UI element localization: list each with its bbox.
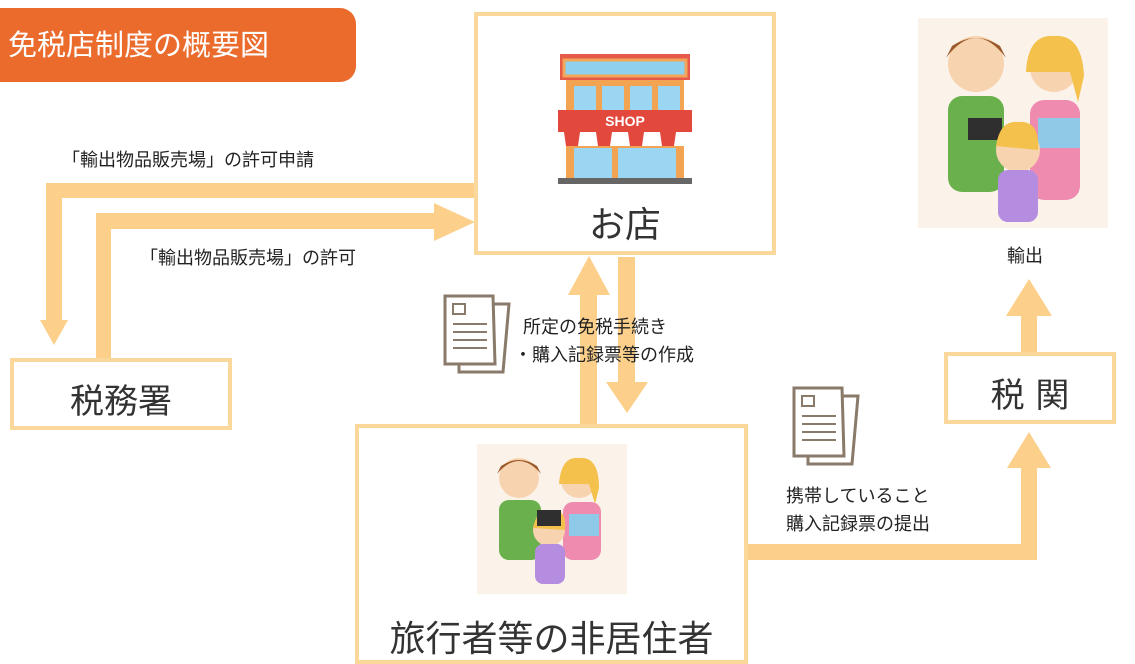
permit-arrow-head bbox=[434, 203, 475, 241]
diagram-title: 免税店制度の概要図 bbox=[0, 8, 356, 82]
procedure-line1: 所定の免税手続き bbox=[523, 317, 667, 338]
submit-arrow-h bbox=[745, 544, 1035, 560]
shop-sign: SHOP bbox=[605, 113, 645, 129]
customs-box: 税 関 bbox=[944, 352, 1116, 424]
submit-arrow-head bbox=[1007, 432, 1051, 468]
shop-icon: SHOP bbox=[558, 54, 692, 184]
shop-to-traveler-shaft bbox=[618, 257, 635, 385]
procedure-line2: ・購入記録票等の作成 bbox=[514, 345, 694, 366]
tax-office-label: 税務署 bbox=[70, 382, 172, 422]
shop-label: お店 bbox=[588, 205, 661, 246]
submit-arrow-v bbox=[1021, 460, 1037, 560]
tax-office-box: 税務署 bbox=[10, 358, 232, 430]
submit-line1: 携帯していること bbox=[786, 486, 930, 507]
traveler-to-shop-shaft bbox=[580, 295, 597, 425]
apply-label: 「輸出物品販売場」の許可申請 bbox=[62, 150, 314, 171]
traveler-box: 旅行者等の非居住者 bbox=[355, 424, 748, 664]
permit-label: 「輸出物品販売場」の許可 bbox=[140, 248, 356, 269]
export-arrow-head bbox=[1006, 279, 1052, 316]
permit-arrow-h bbox=[96, 213, 436, 229]
traveler-label: 旅行者等の非居住者 bbox=[389, 619, 714, 660]
document-icon bbox=[443, 294, 511, 374]
shop-box: SHOP お店 bbox=[474, 12, 776, 255]
permit-arrow-v bbox=[96, 213, 111, 363]
export-arrow-shaft bbox=[1021, 312, 1037, 352]
tourist-family-illustration bbox=[918, 18, 1108, 228]
document-icon-2 bbox=[792, 386, 860, 466]
apply-arrow-head bbox=[40, 320, 68, 345]
traveler-to-shop-head bbox=[568, 256, 610, 295]
customs-label: 税 関 bbox=[990, 376, 1070, 416]
family-illustration bbox=[477, 444, 627, 594]
export-label: 輸出 bbox=[1007, 246, 1043, 267]
shop-to-traveler-head bbox=[606, 382, 648, 413]
apply-arrow-h bbox=[46, 183, 476, 198]
submit-line2: 購入記録票の提出 bbox=[786, 514, 930, 535]
apply-arrow-v bbox=[46, 183, 62, 323]
